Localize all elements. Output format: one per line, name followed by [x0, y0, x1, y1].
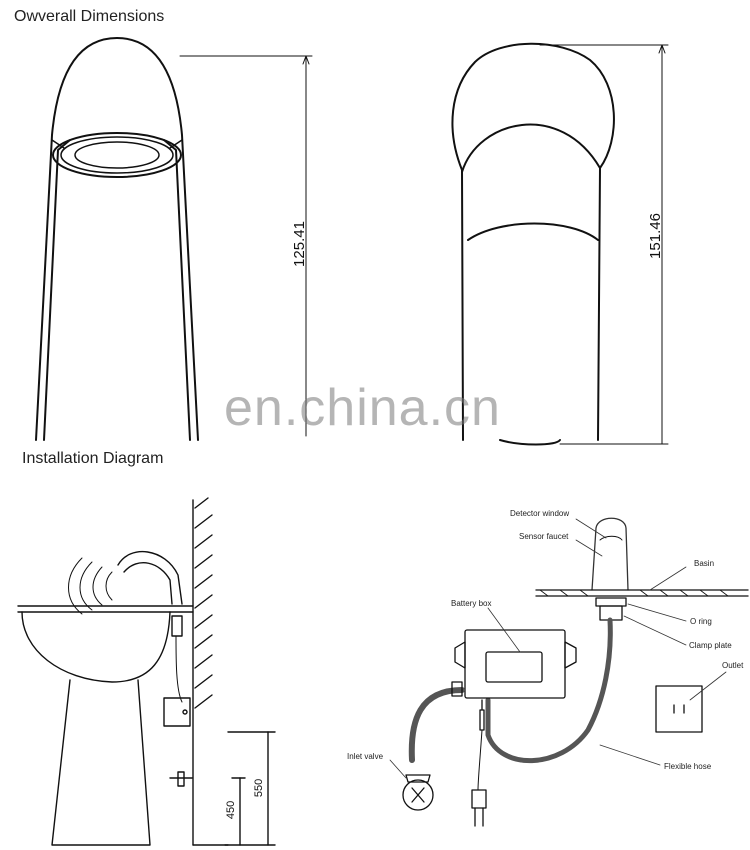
label-basin: Basin [694, 559, 714, 568]
installation-basin-view [17, 497, 276, 846]
label-outlet: Outlet [722, 661, 744, 670]
height-450-label: 450 [225, 801, 237, 819]
label-battery-box: Battery box [451, 599, 491, 608]
front-height-dimension [179, 55, 313, 437]
label-inlet-valve: Inlet valve [347, 752, 384, 761]
label-o-ring: O ring [690, 617, 712, 626]
watermark: en.china.cn [224, 379, 501, 437]
installation-diagram-title: Installation Diagram [22, 450, 164, 467]
label-detector-window: Detector window [510, 509, 569, 518]
label-flexible-hose: Flexible hose [664, 762, 712, 771]
side-view-faucet [451, 42, 615, 446]
front-height-label: 125.41 [291, 221, 308, 267]
installation-exploded-view [389, 517, 749, 827]
front-view-faucet [35, 37, 199, 441]
label-sensor-faucet: Sensor faucet [519, 532, 569, 541]
side-height-label: 151.46 [647, 213, 664, 259]
height-550-label: 550 [253, 779, 265, 797]
side-height-dimension [539, 44, 669, 445]
label-clamp-plate: Clamp plate [689, 641, 732, 650]
overall-dimensions-title: Owverall Dimensions [14, 8, 165, 25]
